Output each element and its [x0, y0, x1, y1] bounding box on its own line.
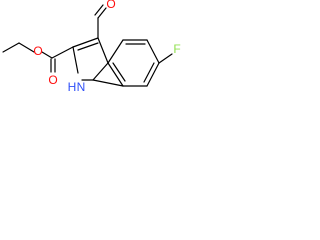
molecule-canvas: O O O F H N — [0, 0, 192, 118]
bond-c6-c7 — [146, 62, 160, 87]
fluorine-label: F — [173, 42, 180, 56]
bond-c7a-c3a — [107, 62, 124, 87]
bond-c6-c7-inner — [143, 62, 155, 83]
nitrogen-h-label: H — [68, 80, 77, 94]
bond-ccarbonyl-c2 — [51, 46, 74, 59]
carbonyl-oxygen-label: O — [48, 73, 57, 87]
structure-drawing: O O O F H N — [2, 0, 181, 94]
aldehyde-oxygen-label: O — [106, 0, 115, 11]
bond-c5-c6 — [146, 39, 160, 64]
bond-c3a-c7a — [92, 62, 109, 81]
bond-c7a-c3a-inner — [112, 62, 126, 82]
bond-c3-c3a — [97, 37, 109, 64]
nitrogen-label: N — [77, 80, 86, 94]
bond-ch2-o — [18, 42, 35, 53]
bond-cho-o-b — [94, 4, 104, 16]
bond-c7a-n-link — [92, 79, 124, 87]
bond-c3a-c4 — [107, 39, 124, 64]
bond-cho-o-a — [97, 7, 107, 19]
bond-c2-c3 — [72, 37, 99, 48]
bond-c2-c3-inner — [77, 42, 99, 51]
bond-c5-f — [158, 53, 173, 64]
bond-n-c2 — [72, 46, 79, 74]
ester-oxygen-label: O — [33, 44, 42, 58]
bond-ch3-ch2 — [2, 42, 20, 53]
bond-o-ccarbonyl — [41, 51, 53, 59]
